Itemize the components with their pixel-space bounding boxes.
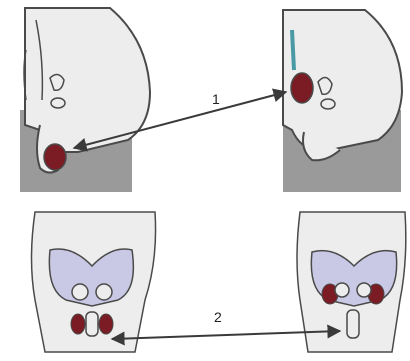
hip-socket-left-a xyxy=(72,284,88,300)
side-view-right xyxy=(283,10,402,192)
side-view-left xyxy=(20,8,150,192)
front-view-left xyxy=(32,212,156,352)
arrow-1-label: 1 xyxy=(212,91,220,107)
organ-descended-left xyxy=(44,144,66,170)
organ-low-left-b xyxy=(99,314,113,334)
hip-socket-right-b xyxy=(357,283,371,297)
organ-undescended-right xyxy=(291,73,313,103)
hip-socket-left-b xyxy=(96,284,112,300)
hip-socket-right-a xyxy=(335,283,349,297)
shaft-left xyxy=(86,312,98,336)
arrow-2-label: 2 xyxy=(214,309,222,325)
shaft-right xyxy=(347,310,359,338)
cord-line-right xyxy=(292,30,294,70)
organ-low-left-a xyxy=(71,314,85,334)
